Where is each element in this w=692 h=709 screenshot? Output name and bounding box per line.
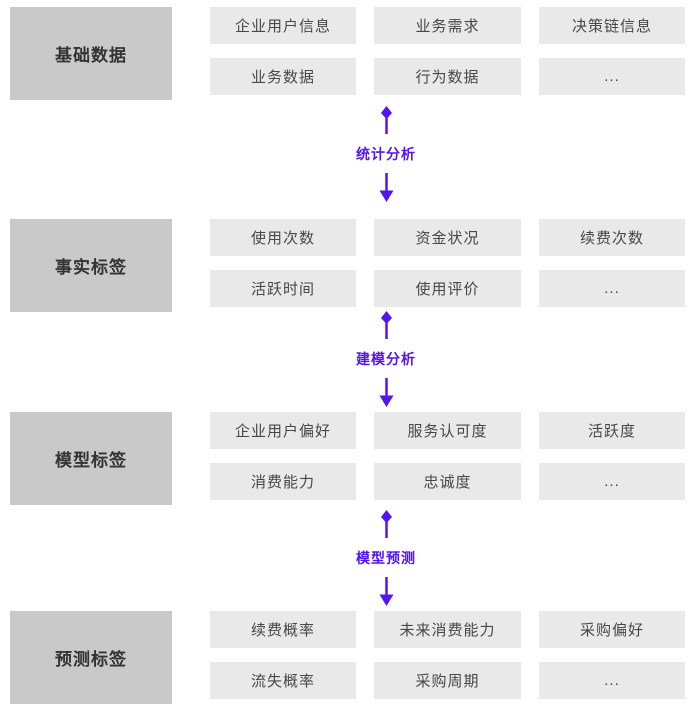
diamond-up-connector-icon — [380, 311, 392, 339]
item-box: 服务认可度 — [374, 412, 521, 449]
stage-label-base-data: 基础数据 — [10, 7, 172, 100]
item-box: 采购周期 — [374, 662, 521, 699]
item-box: 活跃度 — [539, 412, 685, 449]
connector-model-prediction: 模型预测 — [356, 510, 416, 606]
down-arrow-icon — [379, 173, 393, 202]
item-box: 使用评价 — [374, 270, 521, 307]
items-grid-fact-labels: 使用次数 资金状况 续费次数 活跃时间 使用评价 ... — [210, 219, 685, 307]
item-box: 业务需求 — [374, 7, 521, 44]
item-box: 使用次数 — [210, 219, 356, 256]
diamond-up-connector-icon — [380, 510, 392, 538]
item-box: 企业用户信息 — [210, 7, 356, 44]
item-box: 活跃时间 — [210, 270, 356, 307]
item-box: 行为数据 — [374, 58, 521, 95]
item-box: 未来消费能力 — [374, 611, 521, 648]
stage-label-prediction-labels: 预测标签 — [10, 611, 172, 704]
items-grid-prediction-labels: 续费概率 未来消费能力 采购偏好 流失概率 采购周期 ... — [210, 611, 685, 699]
item-box-ellipsis: ... — [539, 662, 685, 699]
connector-label: 建模分析 — [356, 351, 416, 367]
connector-statistical-analysis: 统计分析 — [356, 106, 416, 202]
connector-label: 模型预测 — [356, 550, 416, 566]
item-box-ellipsis: ... — [539, 270, 685, 307]
item-box: 续费概率 — [210, 611, 356, 648]
connector-label: 统计分析 — [356, 146, 416, 162]
section-fact-labels: 事实标签 使用次数 资金状况 续费次数 活跃时间 使用评价 ... — [10, 219, 685, 312]
item-box: 消费能力 — [210, 463, 356, 500]
down-arrow-icon — [379, 577, 393, 606]
connector-modeling-analysis: 建模分析 — [356, 311, 416, 407]
items-grid-model-labels: 企业用户偏好 服务认可度 活跃度 消费能力 忠诚度 ... — [210, 412, 685, 500]
stage-label-fact-labels: 事实标签 — [10, 219, 172, 312]
item-box: 资金状况 — [374, 219, 521, 256]
item-box: 决策链信息 — [539, 7, 685, 44]
section-model-labels: 模型标签 企业用户偏好 服务认可度 活跃度 消费能力 忠诚度 ... — [10, 412, 685, 505]
section-base-data: 基础数据 企业用户信息 业务需求 决策链信息 业务数据 行为数据 ... — [10, 7, 685, 100]
down-arrow-icon — [379, 378, 393, 407]
section-prediction-labels: 预测标签 续费概率 未来消费能力 采购偏好 流失概率 采购周期 ... — [10, 611, 685, 704]
item-box: 业务数据 — [210, 58, 356, 95]
item-box-ellipsis: ... — [539, 58, 685, 95]
item-box: 流失概率 — [210, 662, 356, 699]
diamond-up-connector-icon — [380, 106, 392, 134]
stage-label-model-labels: 模型标签 — [10, 412, 172, 505]
item-box: 企业用户偏好 — [210, 412, 356, 449]
item-box: 续费次数 — [539, 219, 685, 256]
item-box-ellipsis: ... — [539, 463, 685, 500]
item-box: 忠诚度 — [374, 463, 521, 500]
items-grid-base-data: 企业用户信息 业务需求 决策链信息 业务数据 行为数据 ... — [210, 7, 685, 95]
item-box: 采购偏好 — [539, 611, 685, 648]
